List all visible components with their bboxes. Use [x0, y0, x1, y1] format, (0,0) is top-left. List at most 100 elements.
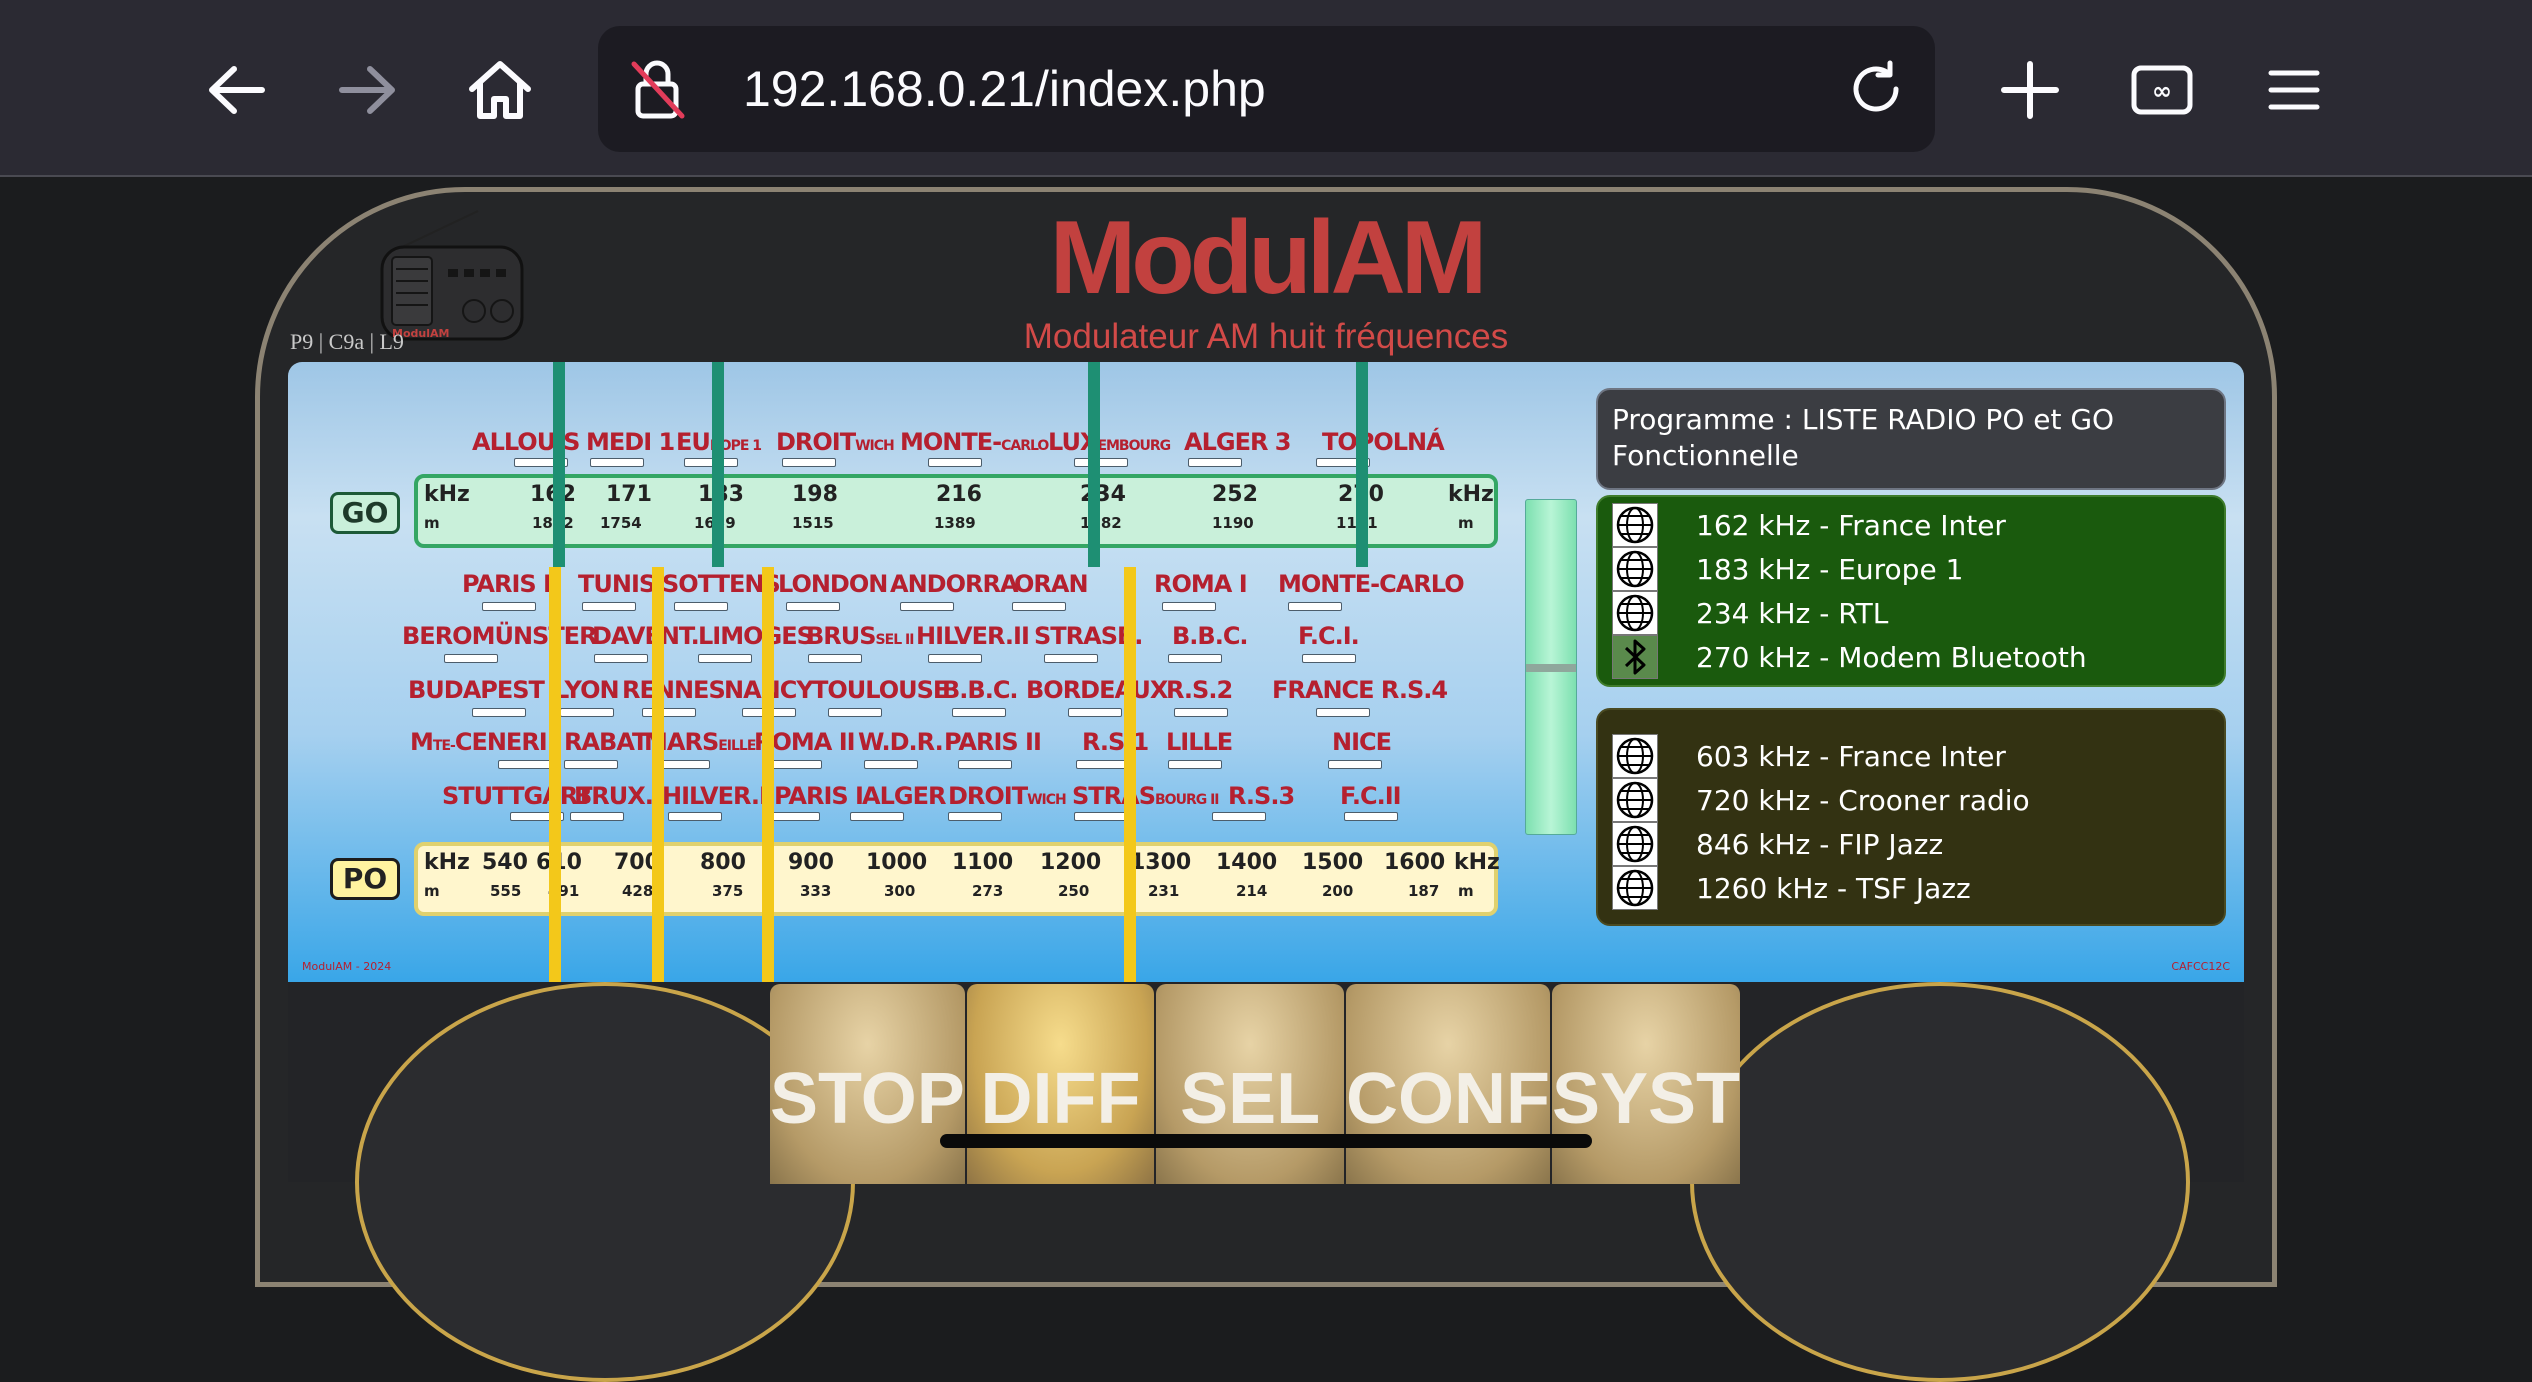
go-scale: kHz162171183198216234252270kHz m18521754… [414, 474, 1498, 548]
arrow-right-icon [339, 66, 395, 114]
level-meter [1525, 499, 1577, 835]
station-label: STUTTGART [442, 782, 592, 810]
sel-button[interactable]: SEL [1156, 984, 1344, 1184]
diff-button[interactable]: DIFF [966, 984, 1155, 1184]
list-item[interactable]: 720 kHz - Crooner radio [1612, 778, 2224, 822]
menu-button[interactable] [2244, 40, 2344, 140]
globe-icon [1612, 866, 1658, 910]
po-needle [652, 567, 664, 982]
station-label: HILVER.I [662, 782, 768, 810]
station-label: TOPOLNÁ [1322, 428, 1445, 456]
radio-dial: ALLOUIS MEDI 1 EUROPE 1 DROITWICH MONTE-… [288, 362, 2244, 982]
po-station-list: 603 kHz - France Inter 720 kHz - Crooner… [1596, 708, 2226, 926]
home-indicator[interactable] [940, 1134, 1592, 1148]
station-label: ALGER [862, 782, 946, 810]
back-button[interactable] [186, 40, 286, 140]
browser-toolbar: 192.168.0.21/index.php ∞ [0, 0, 2532, 177]
reload-icon[interactable] [1846, 59, 1906, 119]
station-label: F.C.II [1340, 782, 1402, 810]
station-label: TUNIS [578, 570, 656, 598]
station-label: RENNES [622, 676, 726, 704]
globe-icon [1612, 778, 1658, 822]
station-label: LIMOGES [698, 622, 814, 650]
po-needle [762, 567, 774, 982]
list-item[interactable]: 846 kHz - FIP Jazz [1612, 822, 2224, 866]
po-band-label[interactable]: PO [330, 858, 400, 900]
tab-counter-icon: ∞ [2131, 65, 2193, 115]
station-label: LONDON [778, 570, 888, 598]
station-label: BRUSSEL II [806, 622, 914, 650]
app-title: ModulAM [1049, 200, 1488, 316]
station-label: FRANCE R.S.4 [1272, 676, 1448, 704]
home-icon [469, 61, 531, 119]
station-label: LUXEMBOURG [1048, 428, 1171, 456]
go-band-label[interactable]: GO [330, 492, 400, 534]
station-label: BEROMÜNSTER [402, 622, 598, 650]
go-needle [712, 362, 724, 567]
hamburger-menu-icon [2268, 70, 2320, 110]
radio-logo-icon: ModulAM [380, 210, 524, 341]
station-label: MTE-CENERI [410, 728, 548, 756]
station-label: PARIS I [774, 782, 864, 810]
tabs-button[interactable]: ∞ [2112, 40, 2212, 140]
station-label: ORAN [1014, 570, 1089, 598]
list-item[interactable]: 603 kHz - France Inter [1612, 734, 2224, 778]
programme-box: Programme : LISTE RADIO PO et GO Fonctio… [1596, 388, 2226, 490]
station-label: PARIS II [944, 728, 1042, 756]
station-label: DROITWICH [948, 782, 1067, 810]
list-item[interactable]: 183 kHz - Europe 1 [1612, 547, 2224, 591]
globe-icon [1612, 503, 1658, 547]
list-item[interactable]: 162 kHz - France Inter [1612, 503, 2224, 547]
list-item[interactable]: 270 kHz - Modem Bluetooth [1612, 635, 2224, 679]
arrow-left-icon [209, 66, 265, 114]
go-station-list: 162 kHz - France Inter 183 kHz - Europe … [1596, 495, 2226, 687]
station-label: TOULOUSE [812, 676, 949, 704]
station-label: LILLE [1166, 728, 1233, 756]
station-label: SOTTENS [662, 570, 781, 598]
station-label: DAVENT. [592, 622, 700, 650]
url-text[interactable]: 192.168.0.21/index.php [743, 61, 1266, 117]
station-label: ROMA I [1154, 570, 1248, 598]
station-label: R.S.2 [1166, 676, 1233, 704]
station-label: BRUX.I [574, 782, 662, 810]
station-label: HILVER.II [916, 622, 1030, 650]
station-label: MEDI 1 [586, 428, 675, 456]
station-label: F.C.I. [1298, 622, 1360, 650]
plus-icon [2001, 61, 2059, 119]
station-label: R.S.3 [1228, 782, 1295, 810]
status-info: P9 | C9a | L9 [290, 329, 404, 354]
syst-button[interactable]: SYST [1551, 984, 1740, 1184]
station-label: PARIS II [462, 570, 560, 598]
station-label: BUDAPEST [408, 676, 545, 704]
new-tab-button[interactable] [1980, 40, 2080, 140]
station-label: ALGER 3 [1184, 428, 1291, 456]
po-needle [1124, 567, 1136, 982]
station-label: LYON [554, 676, 620, 704]
forward-button[interactable] [318, 40, 418, 140]
globe-icon [1612, 547, 1658, 591]
station-label: MONTE-CARLO [1278, 570, 1465, 598]
footer-right: CAFCC12C [2171, 960, 2230, 973]
globe-icon [1612, 734, 1658, 778]
po-scale: kHz5406107008009001000110012001300140015… [414, 842, 1500, 916]
list-item[interactable]: 234 kHz - RTL [1612, 591, 2224, 635]
radio-logo-text: ModulAM [392, 327, 449, 340]
control-keys: STOP DIFF SEL CONF SYST [770, 984, 1742, 1184]
po-needle [549, 567, 561, 982]
conf-button[interactable]: CONF [1345, 984, 1550, 1184]
url-bar[interactable]: 192.168.0.21/index.php [598, 26, 1935, 152]
list-item[interactable]: 1260 kHz - TSF Jazz [1612, 866, 2224, 910]
page-content: ModulAM P9 | C9a | L9 ModulAM Modulateur… [0, 179, 2532, 1382]
home-button[interactable] [450, 40, 550, 140]
station-label: BORDEAUX [1026, 676, 1168, 704]
stop-button[interactable]: STOP [770, 984, 965, 1184]
station-label: B.B.C. [1172, 622, 1249, 650]
svg-text:∞: ∞ [2152, 77, 2172, 105]
globe-icon [1612, 822, 1658, 866]
station-label: R.S.1 [1082, 728, 1149, 756]
station-label: RABAT [564, 728, 648, 756]
go-needle [553, 362, 565, 567]
station-label: STRASBOURG II [1072, 782, 1220, 810]
go-needle [1356, 362, 1368, 567]
station-label: B.B.C. [942, 676, 1019, 704]
